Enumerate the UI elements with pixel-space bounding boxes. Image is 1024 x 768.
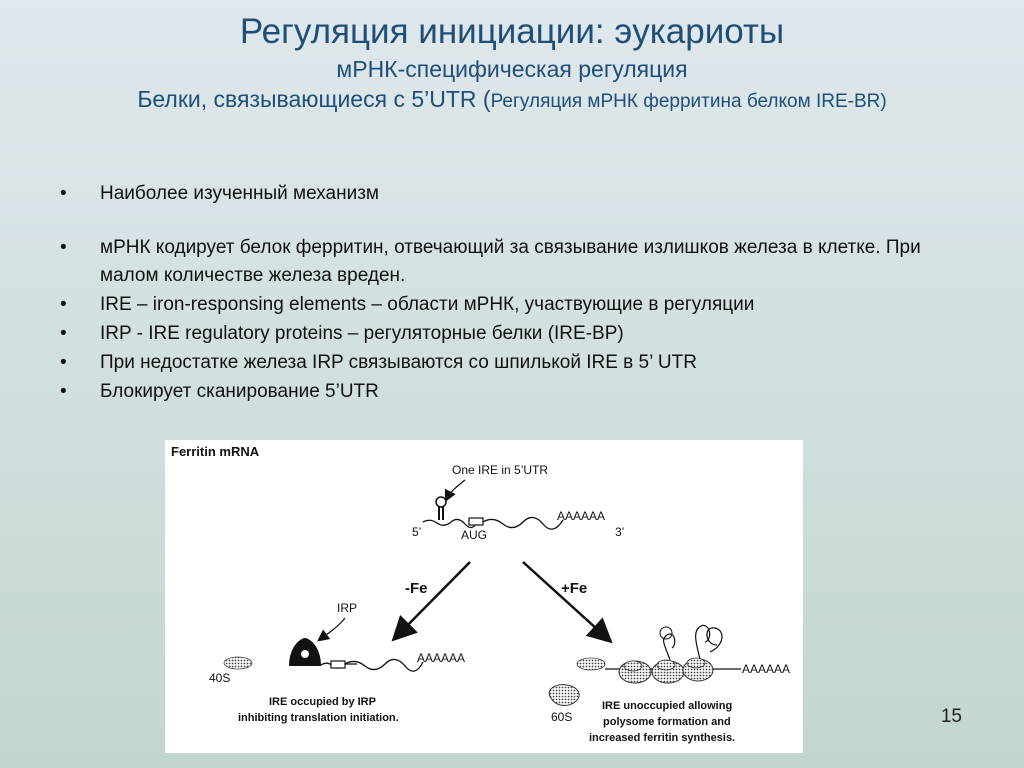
bullet-item: При недостатке железа IRP связываются со… [60,349,980,377]
s60-label: 60S [551,710,572,724]
bullet-item: Блокирует сканирование 5’UTR [60,378,980,406]
s40-label: 40S [209,671,230,685]
ribosome-40s-icon-right [576,657,606,671]
bullet-item: мРНК кодирует белок ферритин, отвечающий… [60,234,980,290]
ferritin-diagram: Ferritin mRNA One IRE in 5’UTR 5’ AUG AA… [171,444,790,744]
figure-title: Ferritin mRNA [171,444,260,459]
minus-fe-arrow [391,561,471,642]
subtitle-2-small: Регуляция мРНК ферритина белком IRE-BR) [490,91,887,112]
minus-fe-label: -Fe [405,580,428,597]
caption-right-1: IRE unoccupied allowing [602,700,732,712]
caption-right-2: polysome formation and [603,716,731,728]
subtitle-2-main: Белки, связывающиеся с 5’UTR ( [137,86,491,112]
caption-left-2: inhibiting translation initiation. [238,712,399,724]
nascent-peptide-icon [659,624,723,661]
ire-pointer-arrow [444,479,466,503]
plus-fe-arrow [522,561,613,644]
slide-title: Регуляция инициации: эукариоты [239,12,785,51]
caption-right-3: increased ferritin synthesis. [589,732,735,744]
ferritin-figure: Ferritin mRNA One IRE in 5’UTR 5’ AUG AA… [165,440,803,753]
ribosome-40s-icon-left [223,656,253,670]
mrna-top-coding [482,516,564,530]
bullet-item: Наиболее изученный механизм [60,180,980,208]
aug-label: AUG [461,528,487,542]
ribosome-60s-icon [548,684,580,706]
page-number: 15 [940,706,962,727]
one-ire-label: One IRE in 5’UTR [452,463,548,477]
three-prime-label: 3’ [615,525,624,539]
five-prime-label: 5’ [412,525,421,539]
bullet-item: IRE – iron-responsing elements – области… [60,291,980,319]
slide-subtitle-2: Белки, связывающиеся с 5’UTR (Регуляция … [0,84,1024,117]
polysome-ribosomes-icon [618,657,714,684]
bullet-list: Наиболее изученный механизм мРНК кодируе… [60,180,980,407]
slide-subtitle: мРНК-специфическая регуляция [336,56,688,82]
aug-box-top [468,517,484,526]
aug-box-left [330,660,346,669]
caption-left-1: IRE occupied by IRP [269,696,376,708]
polya-right-label: AAAAAA [742,662,790,676]
plus-fe-label: +Fe [561,580,587,597]
title-block: Регуляция инициации: эукариоты мРНК-спец… [0,10,1024,117]
irp-hairpin-loop-icon [301,650,309,658]
polya-top-label: AAAAAA [557,509,605,523]
mrna-left-coding [344,658,424,672]
ire-hairpin-icon [435,496,447,520]
bullet-item: IRP - IRE regulatory proteins – регулято… [60,320,980,348]
polya-left-label: AAAAAA [417,651,465,665]
mrna-top-5utr [422,518,483,529]
irp-pointer-arrow [317,617,346,642]
irp-label: IRP [337,601,357,615]
